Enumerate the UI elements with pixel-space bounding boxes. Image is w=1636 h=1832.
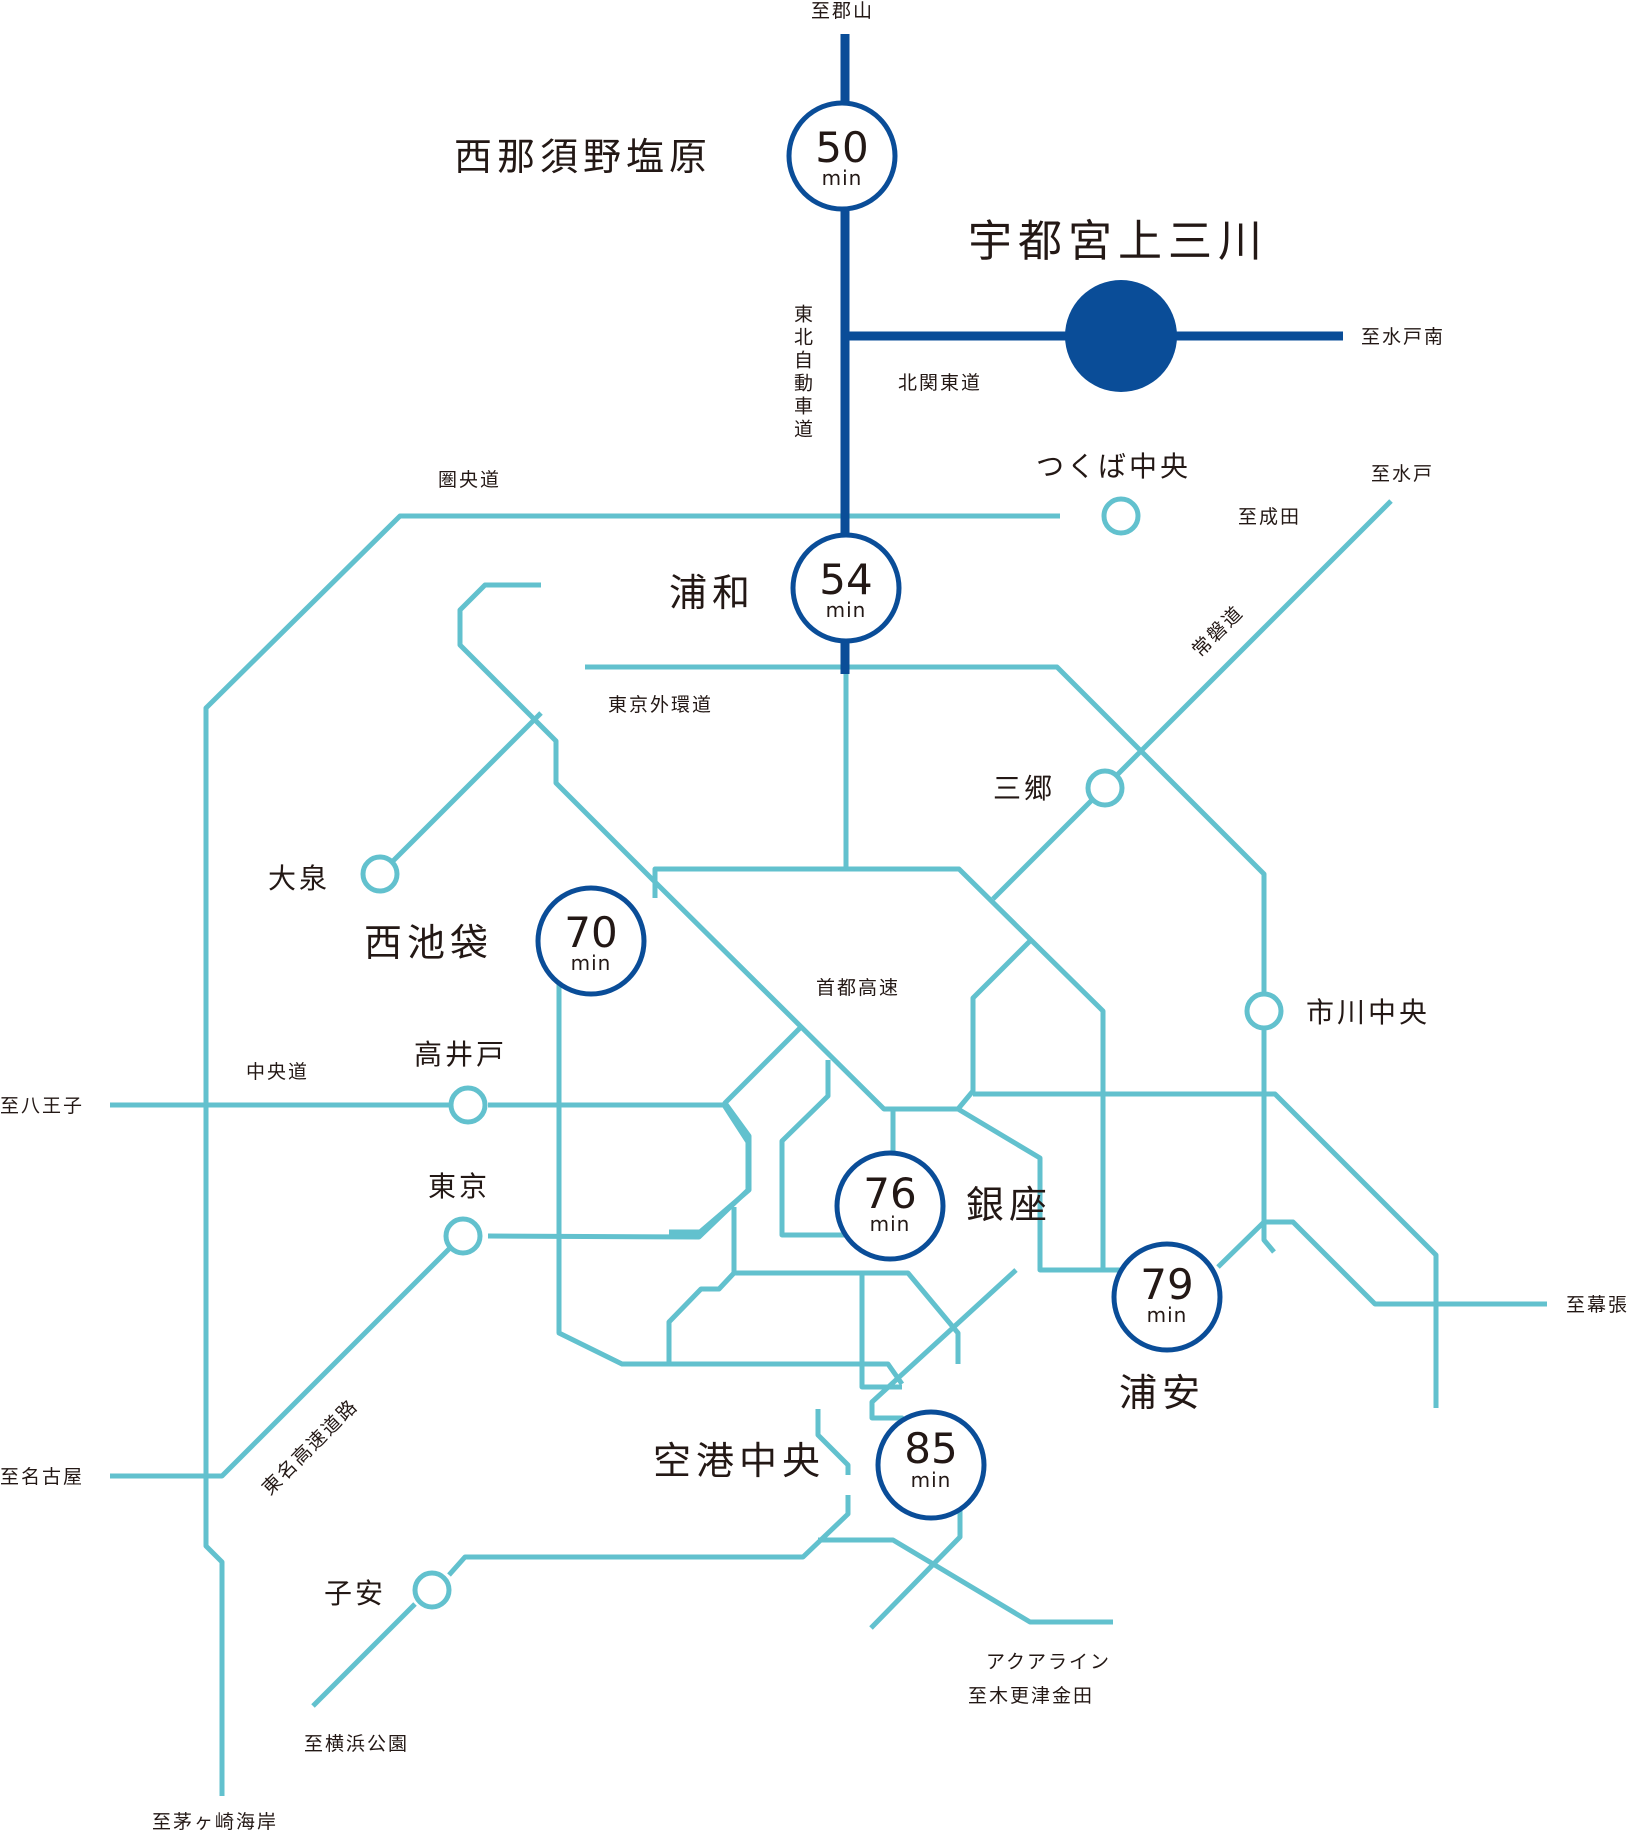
dest-label-hachioji: 至八王子 [0,1095,84,1117]
unit-urayasu: min [1147,1303,1188,1327]
station-marker-ichikawa [1244,991,1284,1031]
station-marker-tsukuba [1101,496,1141,536]
shuto-inner-east [956,939,1032,1111]
minutes-kukochuo: 85 [904,1424,957,1473]
shuto-south-b [734,1270,961,1364]
shuto-south-a [666,1207,737,1364]
route-label-shuto: 首都高速 [816,977,900,999]
time-badge-kukochuo: 85 min [875,1409,987,1521]
station-label-tokyo: 東京 [428,1170,490,1203]
station-label-tsukuba: つくば中央 [1036,450,1191,483]
yokohama-line [311,1602,417,1708]
time-badge-nishiikebukuro: 70 min [535,885,647,997]
route-label-tohoku: 東北自動車道 [791,304,813,442]
minutes-ginza: 76 [863,1169,916,1218]
time-badge-urawa: 54 min [790,532,902,644]
unit-kukochuo: min [911,1468,952,1492]
route-label-kenodo: 圏央道 [438,469,501,491]
dest-label-mitominami: 至水戸南 [1361,326,1445,348]
shuto-south-c [859,1273,902,1390]
dest-label-nagoya: 至名古屋 [0,1466,84,1488]
shuto-diagonal [652,879,958,1112]
station-marker-koyasu [412,1570,452,1610]
route-label-chuo: 中央道 [246,1061,309,1083]
route-label-aqua: アクアライン [986,1651,1111,1673]
dest-label-makuhari: 至幕張 [1566,1294,1629,1316]
station-label-ginza: 銀座 [966,1183,1052,1227]
chuo-line-east [487,1102,751,1240]
small-station-markers [360,496,1284,1610]
station-label-koyasu: 子安 [324,1577,386,1610]
oizumi-line [390,711,543,864]
dest-label-kisarazu: 至木更津金田 [968,1685,1094,1707]
shuto-center-sq [779,1060,855,1238]
station-marker-misato [1085,768,1125,808]
shuto-east-link [956,1106,1125,1273]
time-badge-ginza: 76 min [834,1150,946,1262]
aqua-line [818,1537,1113,1625]
station-label-nishinasu: 西那須野塩原 [454,135,712,179]
station-marker-tokyo [443,1216,483,1256]
station-label-takaido: 高井戸 [414,1038,507,1071]
joban-line [991,499,1393,901]
dest-label-koriyama: 至郡山 [811,0,874,22]
minutes-urawa: 54 [819,555,872,604]
station-label-oizumi: 大泉 [268,862,330,895]
time-badge-urayasu: 79 min [1111,1241,1223,1353]
makuhari-line [1216,1219,1547,1307]
kisarazu-line [869,1508,963,1630]
unit-ginza: min [870,1212,911,1236]
station-marker-oizumi [360,854,400,894]
dest-label-yokohama: 至横浜公園 [304,1733,409,1755]
station-marker-takaido [448,1085,488,1125]
tomei-line [110,1244,454,1479]
shuto-loop [652,866,1106,1270]
unit-nishiikebukuro: min [571,951,612,975]
shuto-east-branch [973,1091,1439,1408]
dest-label-narita: 至成田 [1238,506,1301,528]
gaikan-line-south [1261,1024,1276,1254]
station-label-misato: 三郷 [993,772,1055,805]
station-label-urayasu: 浦安 [1119,1371,1205,1415]
time-badge-nishinasu: 50 min [786,100,898,212]
station-label-urawa: 浦和 [669,571,755,615]
route-label-kitakanto: 北関東道 [898,372,982,394]
route-label-tomei: 東名高速道路 [258,1395,363,1500]
route-label-gaikan: 東京外環道 [608,694,713,716]
koyasu-line [447,1495,851,1577]
hub-label: 宇都宮上三川 [968,216,1268,267]
station-labels: 宇都宮上三川 西那須野塩原 浦和 西池袋 銀座 浦安 空港中央 つくば中央 三郷… [268,135,1430,1610]
unit-urawa: min [826,598,867,622]
dest-label-mito: 至水戸 [1371,463,1434,485]
gaikan-line [585,664,1267,1014]
light-expressway-network [110,499,1547,1796]
hub-marker-utsunomiya [1065,280,1177,392]
minutes-urayasu: 79 [1140,1260,1193,1309]
unit-nishinasu: min [822,166,863,190]
station-label-ichikawa: 市川中央 [1306,996,1430,1029]
dest-label-chigasaki: 至茅ヶ崎海岸 [152,1811,278,1832]
station-label-nishiikebukuro: 西池袋 [364,921,493,965]
minutes-nishiikebukuro: 70 [564,908,617,957]
station-label-kukochuo: 空港中央 [653,1439,825,1483]
minutes-nishinasu: 50 [815,123,868,172]
kenodo-line [203,513,1060,1796]
kanetsu-line [457,582,656,883]
airport-link [815,1409,851,1475]
